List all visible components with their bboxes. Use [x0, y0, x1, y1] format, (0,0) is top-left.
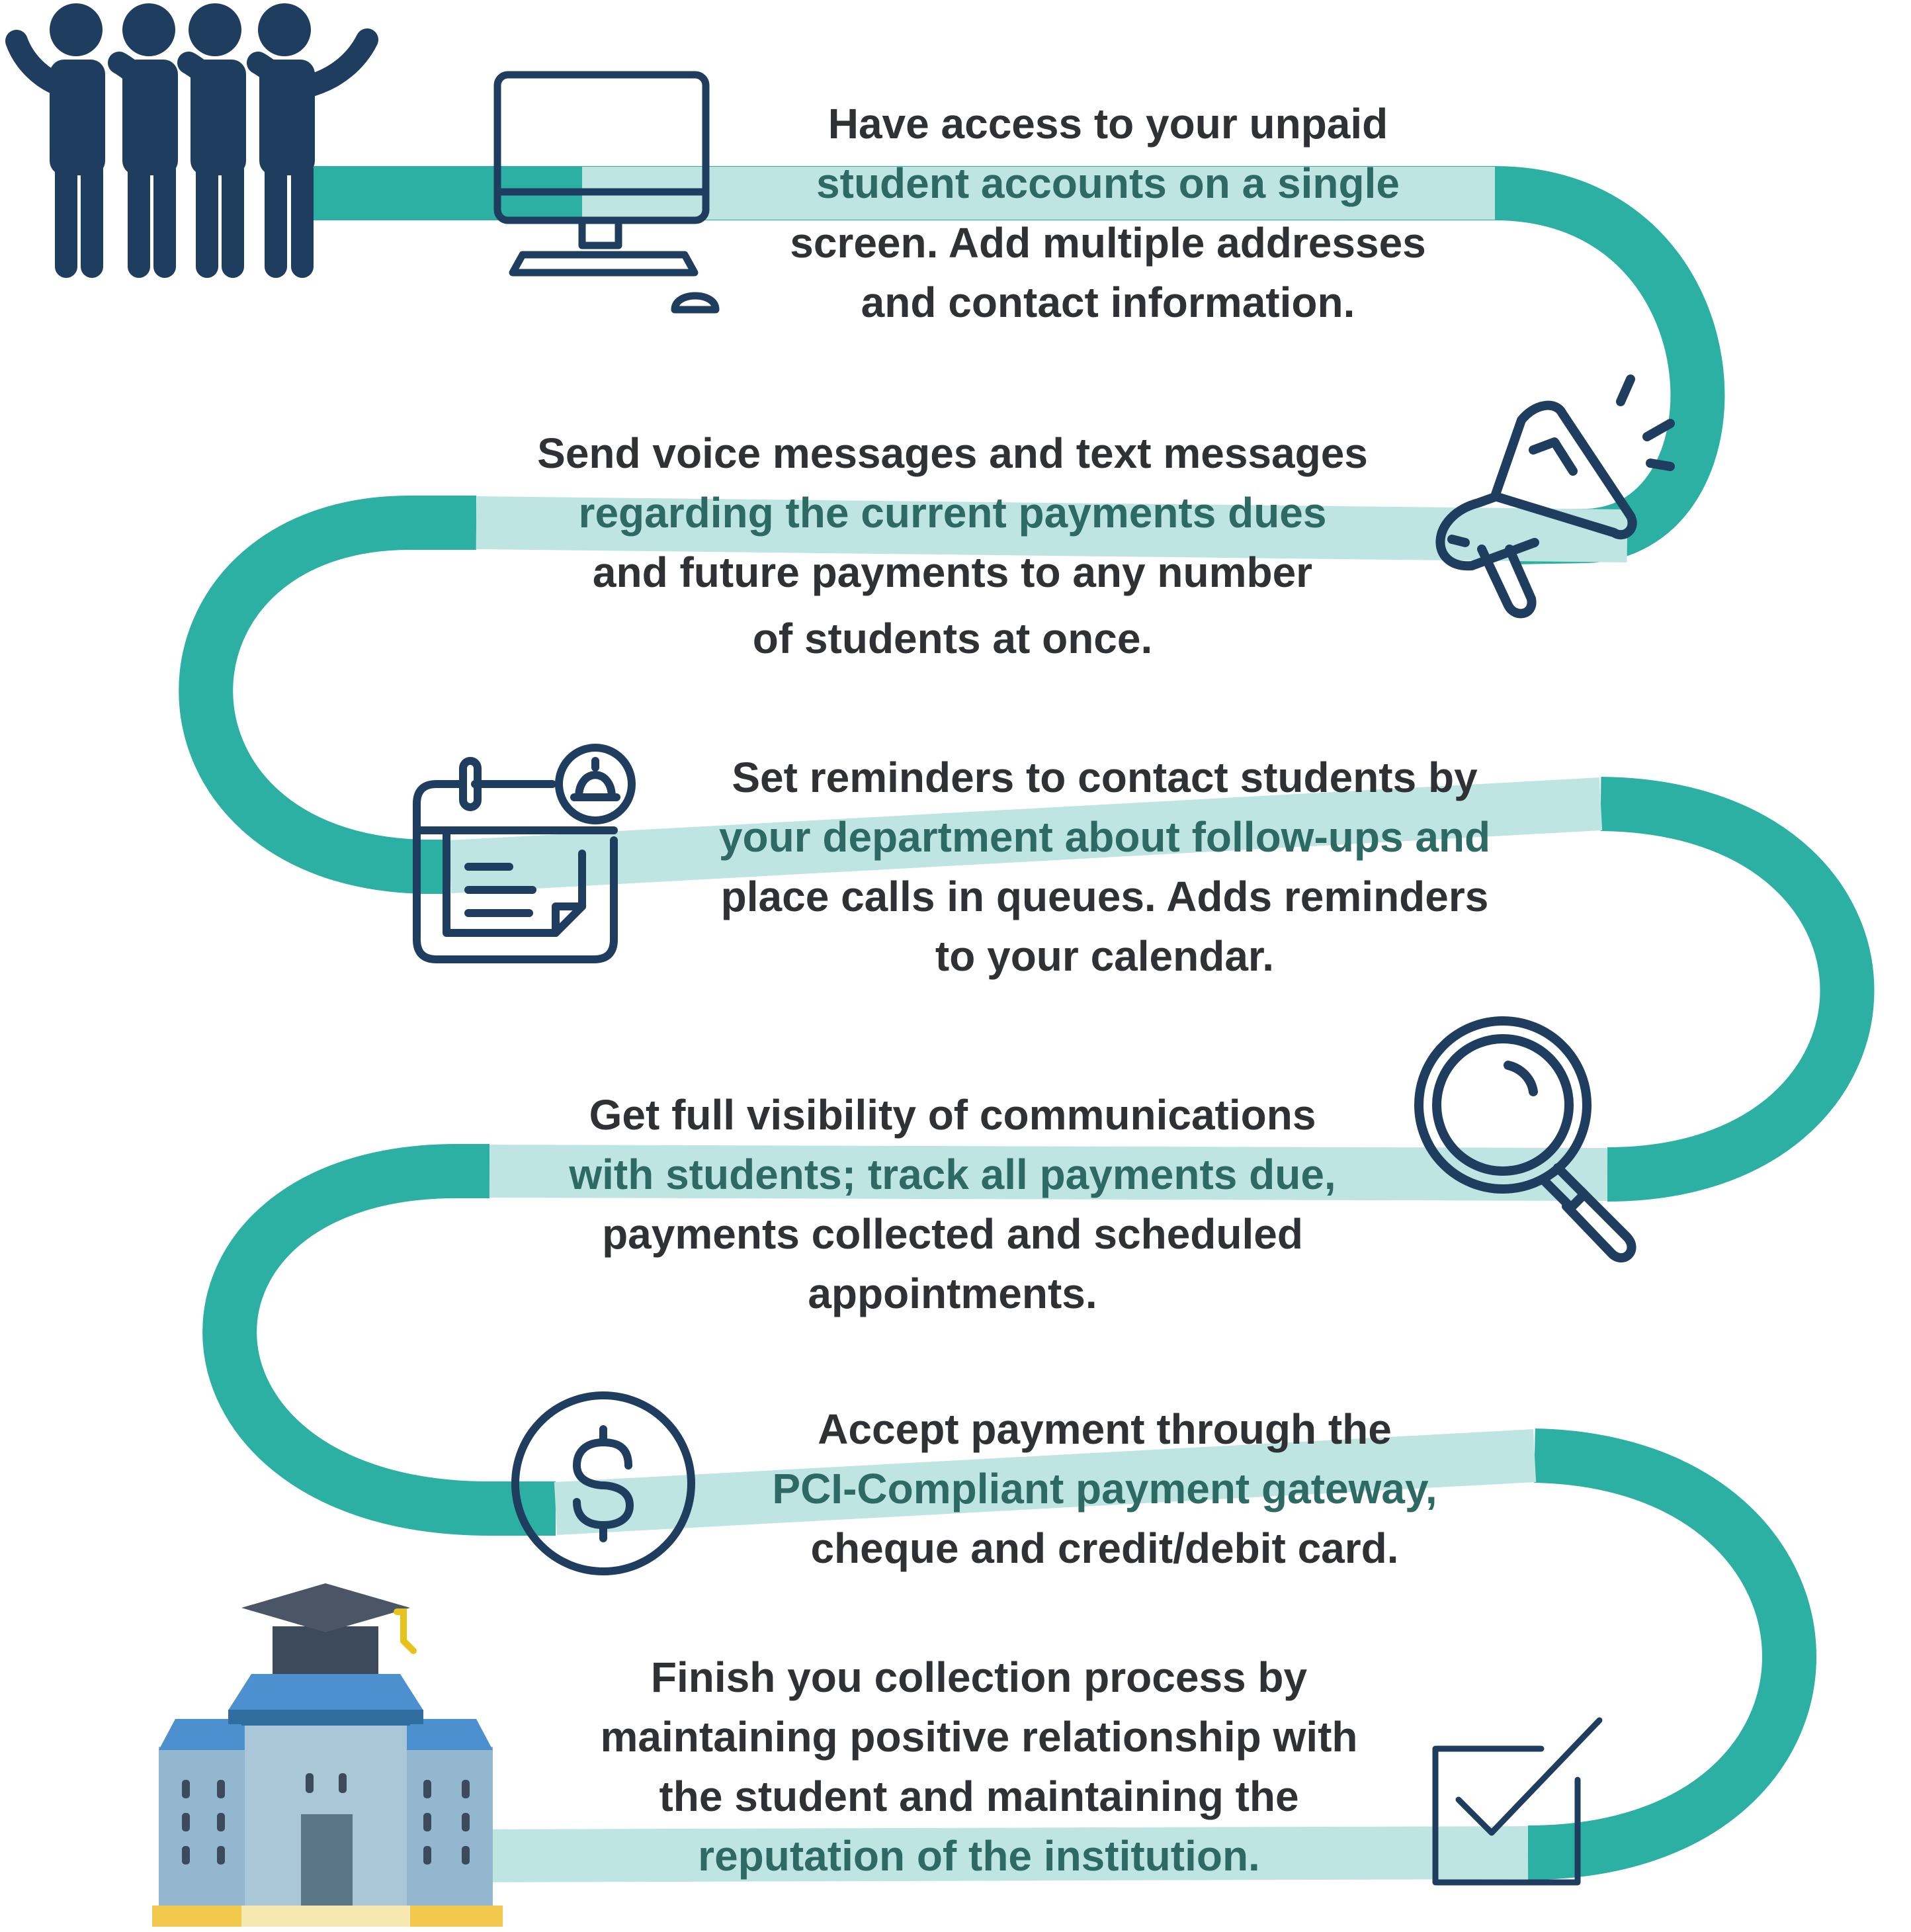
checkbox-check-icon: [1432, 1717, 1603, 1886]
path-segment-light: [462, 1826, 1529, 1882]
step-line: Accept payment through the: [818, 1405, 1392, 1453]
step-line: appointments.: [808, 1270, 1097, 1317]
step-access-text: Have access to your unpaid student accou…: [728, 94, 1488, 332]
step-reminders-text: Set reminders to contact students by you…: [642, 748, 1568, 986]
step-line: payments collected and scheduled: [602, 1210, 1303, 1258]
calendar-reminder-icon: [413, 744, 636, 963]
magnifying-glass-icon: [1414, 1016, 1636, 1262]
step-line: place calls in queues. Adds reminders: [720, 873, 1489, 920]
step-payment-text: Accept payment through the PCI-Compliant…: [701, 1399, 1508, 1578]
step-line: cheque and credit/debit card.: [810, 1524, 1399, 1572]
step-line-highlight: regarding the current payments dues: [578, 489, 1327, 537]
step-line: screen. Add multiple addresses: [790, 219, 1426, 267]
step-line: Have access to your unpaid: [828, 100, 1388, 148]
step-messages-text: Send voice messages and text messages re…: [450, 423, 1455, 668]
step-line: the student and maintaining the: [659, 1773, 1299, 1820]
step-line-highlight: with students; track all payments due,: [569, 1151, 1336, 1198]
step-visibility-text: Get full visibility of communications wi…: [476, 1085, 1429, 1323]
path-segment-dark: [311, 166, 1725, 564]
step-line-highlight: student accounts on a single: [816, 159, 1400, 207]
path-segment-dark: [1600, 777, 1875, 1202]
step-line-highlight: your department about follow-ups and: [718, 813, 1491, 861]
path-segment-light: [554, 1429, 1537, 1535]
step-line-highlight: PCI-Compliant payment gateway,: [772, 1465, 1437, 1513]
step-line: Finish you collection process by: [650, 1653, 1308, 1701]
step-line: Set reminders to contact students by: [732, 754, 1478, 801]
step-line: Send voice messages and text messages: [537, 429, 1368, 477]
path-segment-dark: [1527, 1428, 1816, 1880]
path-segment-light: [476, 496, 1628, 562]
path-segment-light: [489, 1145, 1608, 1201]
megaphone-icon: [1435, 374, 1675, 619]
path-segment-light: [448, 777, 1603, 893]
university-building-icon: [152, 1583, 503, 1927]
step-line: maintaining positive relationship with: [600, 1713, 1358, 1761]
step-line: to your calendar.: [935, 932, 1275, 980]
group-of-people-icon: [5, 3, 378, 278]
step-line: of students at once.: [752, 615, 1153, 662]
dollar-coin-icon: [511, 1391, 695, 1575]
step-line: and contact information.: [861, 279, 1355, 326]
path-segment-dark: [179, 496, 476, 894]
step-line: and future payments to any number: [592, 549, 1313, 596]
step-finish-text: Finish you collection process by maintai…: [516, 1647, 1442, 1886]
desktop-computer-icon: [493, 71, 720, 314]
path-segment-dark: [202, 1144, 556, 1536]
step-line-highlight: reputation of the institution.: [698, 1832, 1260, 1880]
step-line: Get full visibility of communications: [589, 1091, 1316, 1139]
